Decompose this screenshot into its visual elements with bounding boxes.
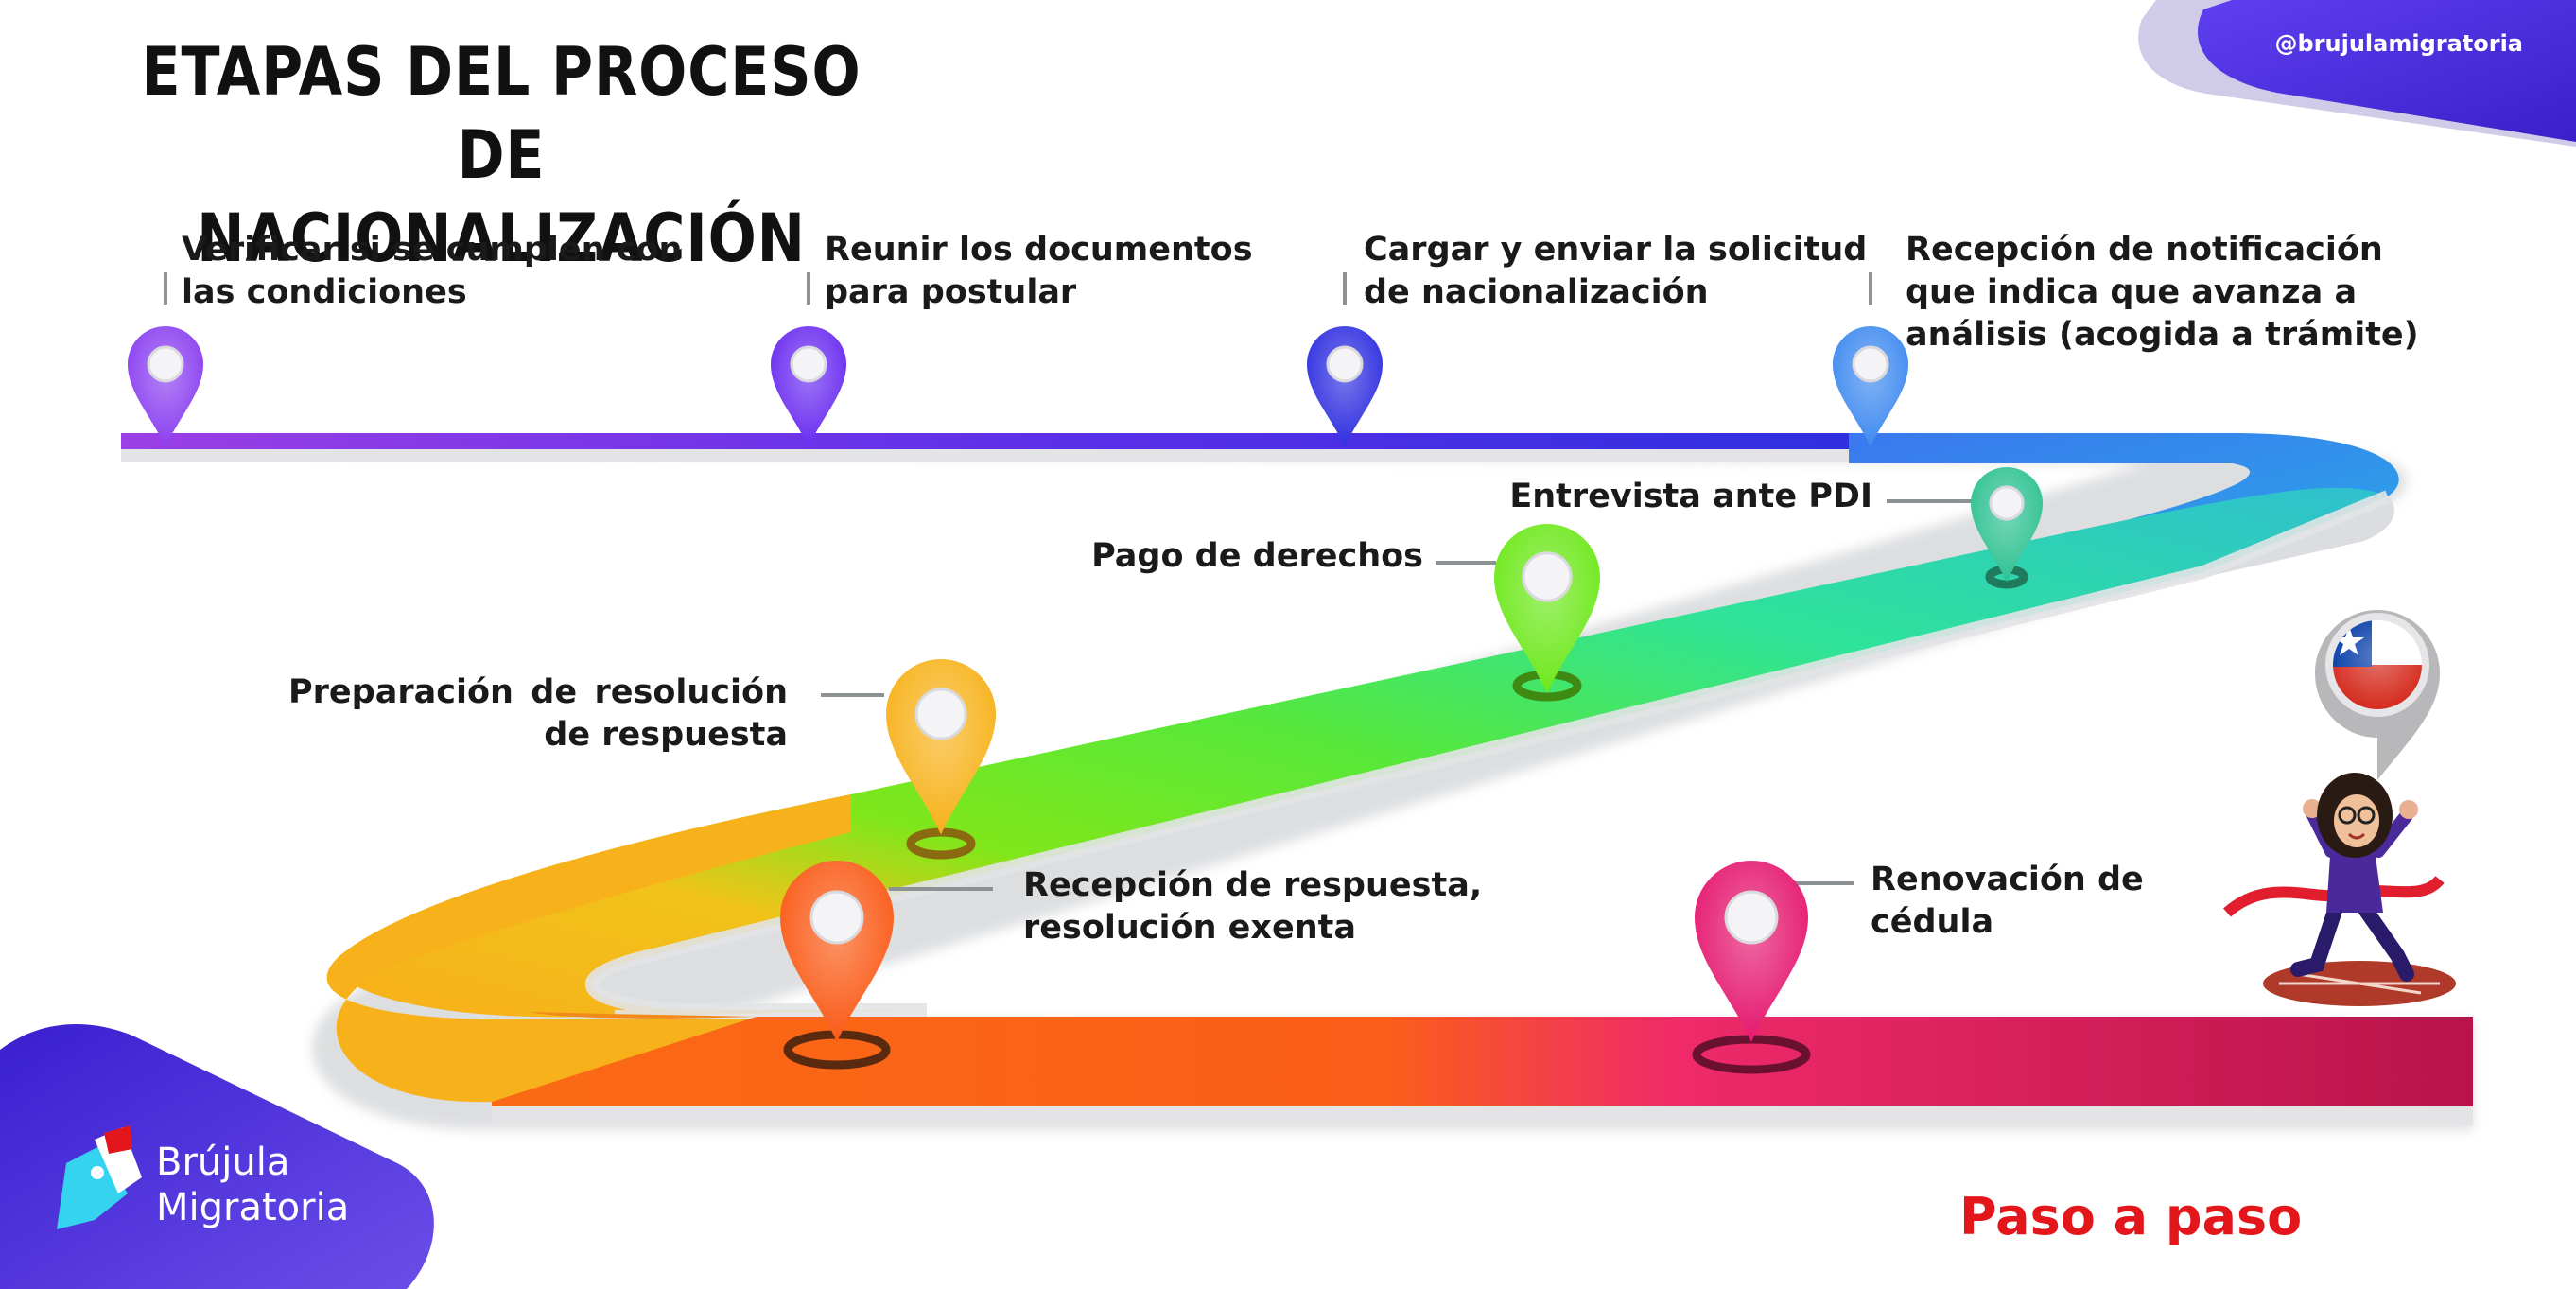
map-pin-icon xyxy=(780,861,894,1042)
map-pin-icon xyxy=(128,326,203,447)
map-pin-icon xyxy=(1494,524,1600,694)
map-pin-icon xyxy=(1971,467,2043,583)
map-pin-icon xyxy=(1307,326,1383,447)
step-label-1: Verificar si se cumplen con las condicio… xyxy=(182,231,683,311)
step-label-4: Recepción de notificación que indica que… xyxy=(1906,231,2419,354)
road-segment-bend-right xyxy=(1849,433,2399,567)
map-pins xyxy=(128,326,2043,1042)
step-label-7b: de respuesta xyxy=(544,716,788,754)
title-line-1: ETAPAS DEL PROCESO DE xyxy=(141,33,862,194)
step-label-6: Pago de derechos xyxy=(1091,537,1423,575)
step-label-3: Cargar y enviar la solicitud de nacional… xyxy=(1364,231,1868,311)
step-label-9: Renovación de cédula xyxy=(1871,861,2144,941)
road-segment-bend-left xyxy=(326,794,851,1103)
title-line-2: NACIONALIZACIÓN xyxy=(197,200,806,277)
map-pin-icon xyxy=(1695,861,1808,1042)
step-label-8: Recepción de respuesta, resolución exent… xyxy=(1023,866,1483,947)
road-segment-top xyxy=(121,433,1849,449)
map-pin-icon xyxy=(1833,326,1908,447)
step-label-7: Preparación de resolución xyxy=(288,673,788,711)
connector-lines xyxy=(164,272,1975,891)
map-pin-icon xyxy=(886,659,996,835)
page-title: ETAPAS DEL PROCESO DE NACIONALIZACIÓN xyxy=(119,30,883,280)
step-label-2: Reunir los documentos para postular xyxy=(825,231,1253,311)
step-label-5: Entrevista ante PDI xyxy=(1509,478,1872,515)
logo-panel xyxy=(0,1024,434,1289)
tagline: Paso a paso xyxy=(1959,1187,2303,1246)
brand-name: Brújula Migratoria xyxy=(156,1141,350,1229)
road-segment-bottom xyxy=(492,1017,2473,1106)
top-banner xyxy=(2138,0,2576,147)
runner-illustration xyxy=(2223,773,2456,1006)
social-handle: @brujulamigratoria xyxy=(2274,30,2524,57)
map-pin-icon xyxy=(771,326,846,447)
chile-flag-pin xyxy=(2315,610,2440,780)
